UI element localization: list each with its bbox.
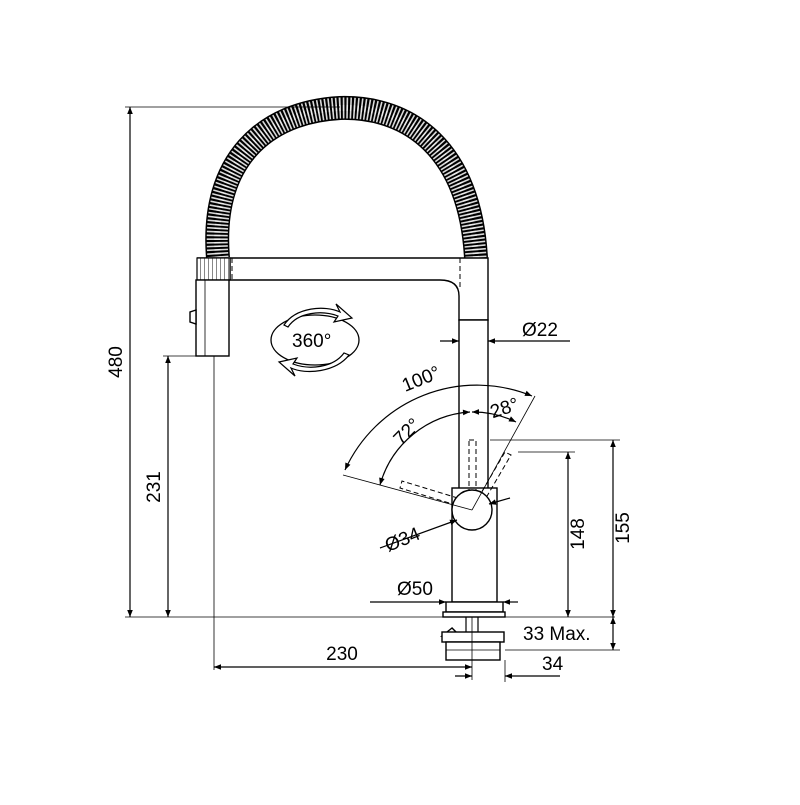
hose-diameter-label: Ø22: [522, 320, 558, 341]
shank-width-label: 34: [542, 654, 564, 675]
lever-height-label: 148: [568, 518, 589, 550]
angle-28-label: 28°: [488, 394, 522, 423]
dim-deck-thickness: 33 Max.: [505, 617, 620, 651]
angle-100-label: 100°: [399, 362, 443, 396]
body-height-label: 155: [613, 512, 634, 544]
rotation-label: 360°: [292, 331, 331, 352]
hose-guide-pipe: [458, 319, 489, 491]
dim-shank-width: 34: [455, 654, 564, 682]
spout-height-label: 231: [144, 471, 165, 503]
dim-lever-height: 148: [518, 451, 589, 617]
handle-diameter-label: Ø34: [382, 524, 424, 557]
angle-72-label: 72°: [390, 415, 425, 450]
dim-reach: 230: [214, 617, 473, 680]
total-height-label: 480: [106, 346, 127, 378]
dim-spout-height: 231: [144, 355, 196, 617]
spray-head: [189, 279, 230, 670]
dim-body-height: 155: [490, 439, 634, 617]
spring-hose: [205, 95, 488, 259]
rotation-symbol: 360°: [270, 303, 360, 377]
dim-hose-diameter: Ø22: [440, 320, 570, 344]
mounting-nut: [440, 617, 505, 661]
lever-angle-annotations: 100° 72° 28°: [342, 362, 536, 511]
base-diameter-label: Ø50: [397, 579, 433, 600]
dim-total-height: 480: [106, 106, 340, 617]
reach-label: 230: [326, 644, 358, 665]
dim-base-diameter: Ø50: [370, 579, 518, 605]
deck-thickness-label: 33 Max.: [523, 624, 591, 645]
